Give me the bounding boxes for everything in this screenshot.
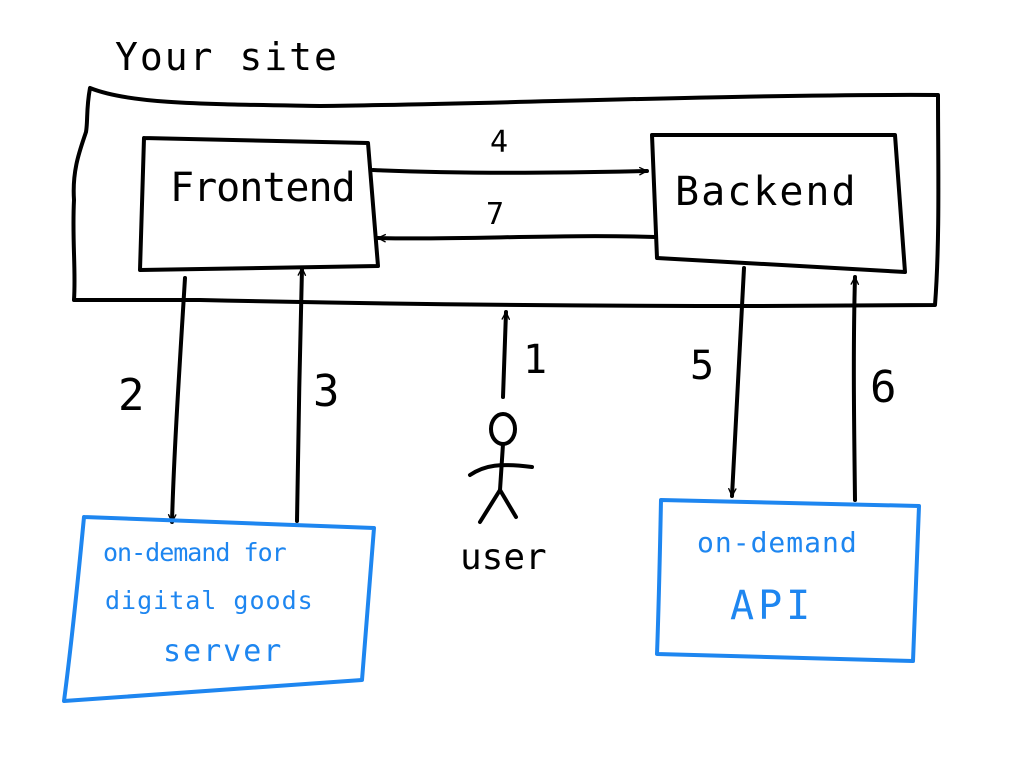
arrow-2	[167, 276, 187, 524]
frontend-box	[138, 136, 380, 272]
step-2-label: 2	[118, 370, 145, 421]
arrow-7	[376, 233, 657, 243]
api-box	[655, 498, 921, 663]
arrow-1	[501, 310, 511, 399]
frontend-label: Frontend	[170, 165, 356, 211]
user-stick-figure	[468, 412, 534, 524]
step-7-label: 7	[486, 197, 505, 232]
site-boundary	[71, 86, 941, 308]
step-6-label: 6	[870, 362, 897, 413]
digital-goods-server-line-2: digital goods	[105, 586, 314, 615]
digital-goods-server-line-3: server	[163, 634, 284, 669]
arrow-5	[728, 266, 746, 498]
site-title: Your site	[115, 35, 339, 79]
digital-goods-server-box	[62, 515, 376, 703]
api-box-line-1: on-demand	[697, 526, 858, 559]
backend-label: Backend	[675, 169, 858, 215]
arrow-6	[850, 275, 860, 502]
api-box-line-2: API	[730, 583, 815, 629]
step-3-label: 3	[313, 366, 340, 417]
step-4-label: 4	[490, 125, 509, 160]
step-5-label: 5	[690, 343, 715, 389]
arrow-4	[371, 166, 649, 176]
user-label: user	[460, 537, 547, 578]
step-1-label: 1	[523, 337, 548, 383]
digital-goods-server-line-1: on-demand for	[103, 538, 287, 567]
backend-box	[650, 133, 907, 274]
arrow-3	[295, 266, 307, 523]
